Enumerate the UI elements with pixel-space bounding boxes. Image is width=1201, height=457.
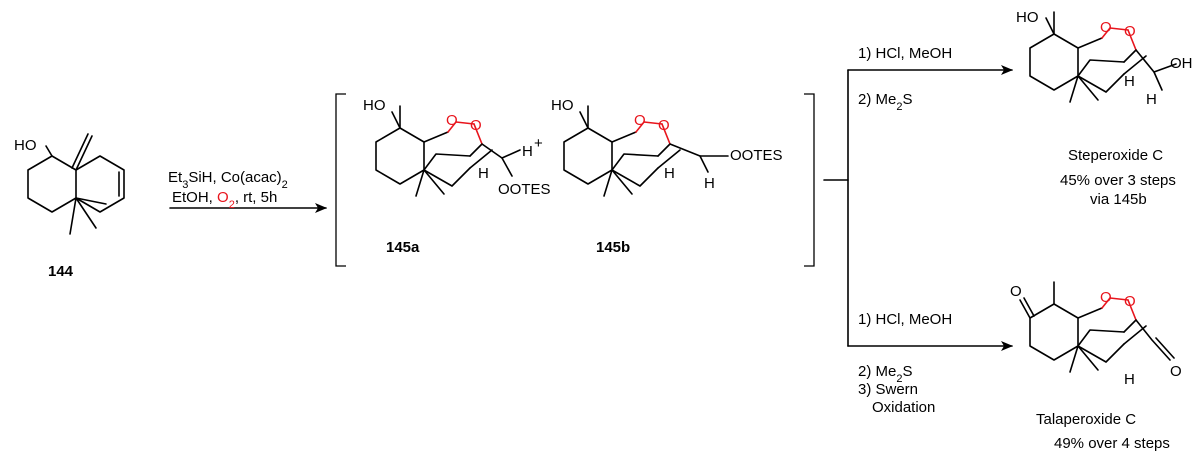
ketone-label: O <box>1010 283 1022 300</box>
bracket-right <box>804 93 815 267</box>
oxygen-label: O <box>470 117 482 134</box>
product-yield: 45% over 3 steps <box>1060 172 1176 189</box>
plus-sign: + <box>534 135 543 152</box>
hydroxyl-label: HO <box>551 97 574 114</box>
compound-144: HO 144 <box>14 133 125 280</box>
product-yield: 49% over 4 steps <box>1054 435 1170 452</box>
condition-line: 2) Me2S <box>858 363 912 385</box>
compound-label-145b: 145b <box>596 239 630 256</box>
otes-label: OOTES <box>498 181 551 198</box>
ketone-label: O <box>1170 363 1182 380</box>
compound-145b: HO O O H H OOTES 145b <box>551 97 783 256</box>
oxygen-label: O <box>634 112 646 129</box>
oxygen-label: O <box>1124 23 1136 40</box>
compound-steperoxide-c: HO O O OH H H Steperoxide C 45% over 3 s… <box>1016 9 1193 208</box>
hydrogen-label: H <box>522 143 533 160</box>
compound-talaperoxide-c: O O O O H Talaperoxide C 49% over 4 step… <box>1010 281 1182 452</box>
branch-connector <box>823 65 1013 351</box>
hydrogen-label: H <box>704 175 715 192</box>
hydroxyl-label: HO <box>1016 9 1039 26</box>
conditions-lower: 1) HCl, MeOH 2) Me2S 3) Swern Oxidation <box>858 311 952 416</box>
reagent-line-2: EtOH, O2, rt, 5h <box>172 189 277 211</box>
product-name: Steperoxide C <box>1068 147 1163 164</box>
conditions-upper: 1) HCl, MeOH 2) Me2S <box>858 45 952 113</box>
oxygen-label: O <box>658 117 670 134</box>
hydroxyl-label: HO <box>363 97 386 114</box>
condition-line: 1) HCl, MeOH <box>858 311 952 328</box>
hydrogen-label: H <box>1124 371 1135 388</box>
hydroxyl-label: HO <box>14 137 37 154</box>
product-name: Talaperoxide C <box>1036 411 1136 428</box>
reaction-arrow-1: Et3SiH, Co(acac)2 EtOH, O2, rt, 5h <box>168 169 327 213</box>
hydrogen-label: H <box>664 165 675 182</box>
otes-label: OOTES <box>730 147 783 164</box>
hydrogen-label: H <box>478 165 489 182</box>
compound-label-145a: 145a <box>386 239 420 256</box>
oxygen-label: O <box>1100 289 1112 306</box>
condition-line: 2) Me2S <box>858 91 912 113</box>
condition-line: Oxidation <box>872 399 935 416</box>
oxygen-label: O <box>1100 19 1112 36</box>
oxygen-label: O <box>446 112 458 129</box>
hydrogen-label: H <box>1146 91 1157 108</box>
condition-line: 3) Swern <box>858 381 918 398</box>
bracket-left <box>335 93 346 267</box>
compound-145a: HO O O H H OOTES 145a <box>363 97 551 256</box>
compound-label-144: 144 <box>48 263 74 280</box>
oxygen-label: O <box>1124 293 1136 310</box>
reagent-line-1: Et3SiH, Co(acac)2 <box>168 169 288 191</box>
hydroxyl-label: OH <box>1170 55 1193 72</box>
hydrogen-label: H <box>1124 73 1135 90</box>
product-via: via 145b <box>1090 191 1147 208</box>
condition-line: 1) HCl, MeOH <box>858 45 952 62</box>
